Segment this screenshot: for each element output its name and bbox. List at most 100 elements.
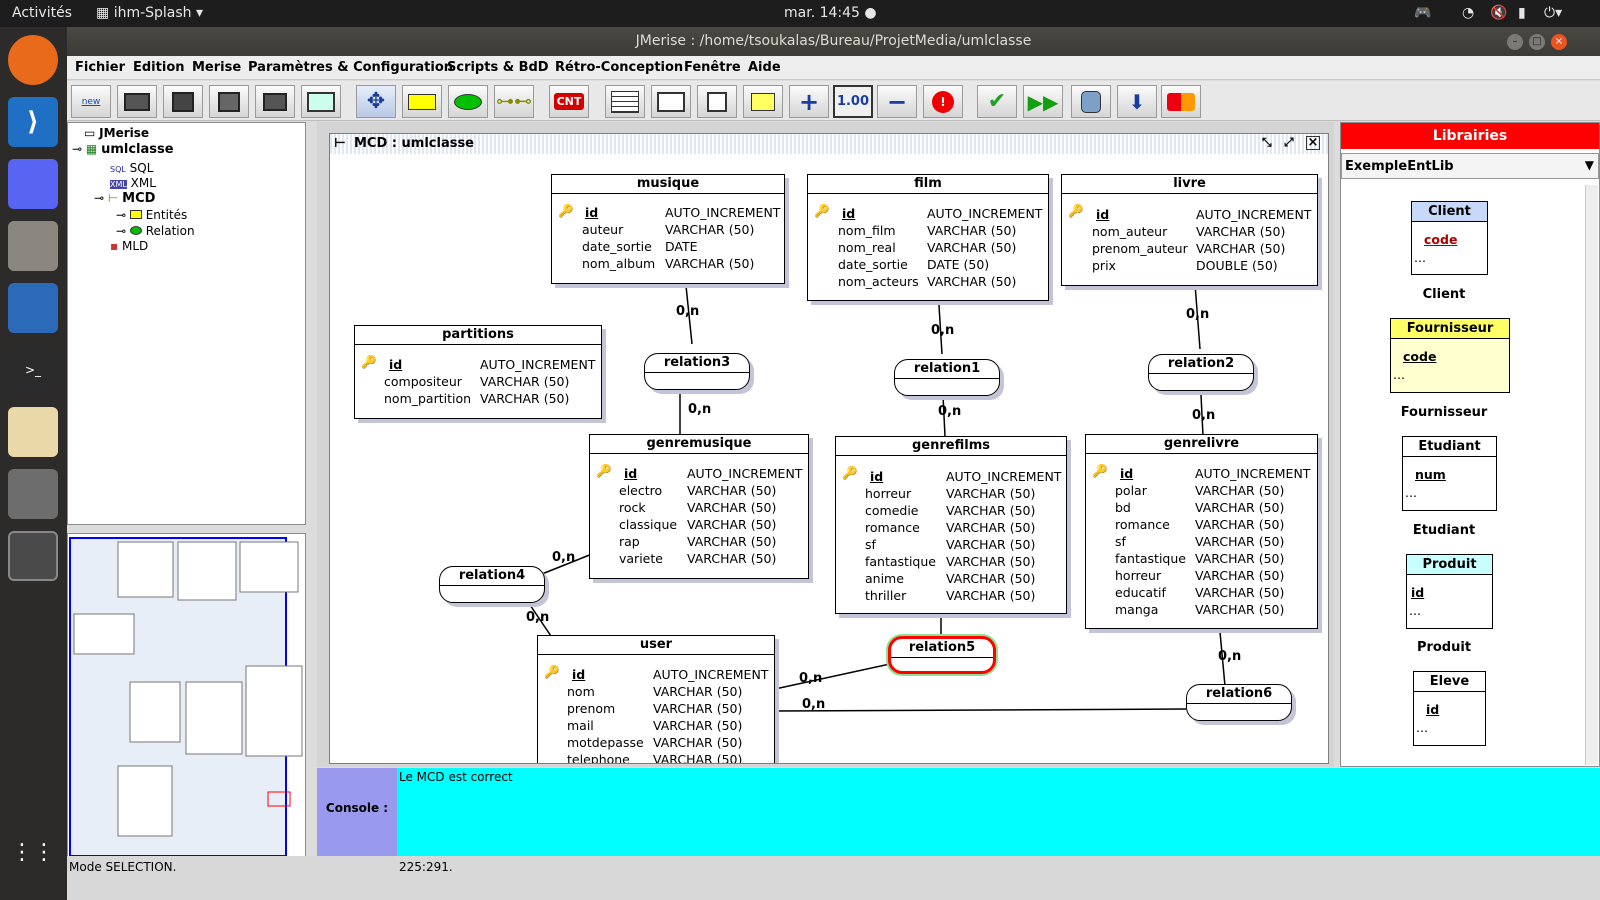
menu-aide[interactable]: Aide — [748, 60, 781, 75]
relation-relation4[interactable]: relation4 — [439, 566, 545, 603]
floppy-icon — [172, 91, 194, 112]
selection-tool-button[interactable]: ✥ — [356, 85, 396, 118]
attr-type: DATE (50) — [927, 257, 990, 272]
save-as-button[interactable] — [209, 85, 249, 118]
close-internal-button[interactable]: × — [1306, 135, 1320, 150]
clock[interactable]: mar. 14:45 ● — [784, 5, 877, 21]
text-editor-icon[interactable] — [8, 407, 58, 457]
writer-icon[interactable] — [8, 283, 58, 333]
minimize-button[interactable]: – — [1507, 34, 1523, 50]
entity-livre[interactable]: livre 🔑 id AUTO_INCREMENT nom_auteur VAR… — [1061, 174, 1318, 286]
validate-button[interactable]: ✔ — [977, 85, 1017, 118]
library-entity-produit[interactable]: Produit id ... — [1406, 554, 1493, 629]
library-entity-client[interactable]: Client code ... — [1411, 201, 1488, 275]
files-icon[interactable] — [8, 221, 58, 271]
add-relation-button[interactable] — [448, 85, 488, 118]
entity-user[interactable]: user 🔑 id AUTO_INCREMENT nom VARCHAR (50… — [537, 635, 775, 763]
relation-relation1[interactable]: relation1 — [894, 359, 1000, 396]
menu-fenetre[interactable]: Fenêtre — [684, 60, 741, 75]
frame-button[interactable] — [651, 85, 691, 118]
tree-root[interactable]: ▭ JMerise — [84, 126, 150, 140]
relation-relation3[interactable]: relation3 — [644, 353, 750, 390]
relation-relation6[interactable]: relation6 — [1186, 684, 1292, 721]
entity-genrefilms[interactable]: genrefilms 🔑 id AUTO_INCREMENT horreur V… — [835, 436, 1067, 614]
close-button[interactable]: × — [1551, 34, 1567, 50]
discord-tray-icon[interactable]: 🎮 — [1414, 5, 1432, 21]
generate-button[interactable]: ▶▶ — [1023, 85, 1063, 118]
library-entity-attr: code — [1424, 232, 1458, 247]
maximize-internal-button[interactable]: ⤢ — [1284, 135, 1294, 149]
power-menu-icon[interactable]: ⏻▾ — [1544, 5, 1563, 21]
library-scrollbar[interactable] — [1585, 185, 1598, 765]
grid-button[interactable] — [605, 85, 645, 118]
volume-icon[interactable]: 🔇 — [1490, 5, 1508, 21]
terminal-icon[interactable]: >_ — [8, 345, 58, 395]
tree-mcd[interactable]: ⊸ ⊢ MCD — [94, 191, 156, 206]
mcd-window-titlebar[interactable]: ⊢ MCD : umlclasse ⤡ ⤢ × — [330, 134, 1328, 154]
donate-button[interactable] — [1161, 85, 1201, 118]
menu-merise[interactable]: Merise — [192, 60, 242, 75]
activities-button[interactable]: Activités — [12, 5, 72, 21]
system-top-bar: Activités ▦ ihm-Splash ▾ mar. 14:45 ● 🎮 … — [0, 0, 1600, 27]
tree-relation[interactable]: ⊸ Relation — [116, 224, 195, 238]
show-apps-icon[interactable]: ⋮⋮ — [11, 839, 55, 865]
comment-button[interactable] — [743, 85, 783, 118]
note-button[interactable] — [697, 85, 737, 118]
menu-parametres[interactable]: Paramètres & Configuration — [248, 60, 454, 75]
attr-name: romance — [865, 520, 920, 535]
menu-retro-conception[interactable]: Rétro-Conception — [555, 60, 684, 75]
firefox-icon[interactable] — [8, 35, 58, 85]
attr-name: polar — [1115, 483, 1147, 498]
library-select[interactable]: ExempleEntLib ▼ — [1341, 153, 1599, 179]
layout-button[interactable] — [301, 85, 341, 118]
maximize-button[interactable]: □ — [1529, 34, 1545, 50]
java-app-icon[interactable] — [8, 531, 58, 581]
tree-entites[interactable]: ⊸ Entités — [116, 208, 187, 222]
camera-icon[interactable] — [8, 469, 58, 519]
menu-edition[interactable]: Edition — [133, 60, 185, 75]
download-button[interactable]: ⬇ — [1117, 85, 1157, 118]
tree-xml[interactable]: XML XML — [110, 176, 156, 190]
zoom-out-button[interactable]: − — [877, 85, 917, 118]
mini-partitions — [73, 613, 135, 655]
tree-mld[interactable]: ▪ MLD — [110, 239, 148, 253]
entity-musique[interactable]: musique 🔑 id AUTO_INCREMENT auteur VARCH… — [551, 174, 785, 284]
save-button[interactable] — [163, 85, 203, 118]
battery-icon[interactable]: ▮ — [1518, 5, 1526, 21]
iconify-button[interactable]: ⤡ — [1262, 135, 1272, 149]
entity-film[interactable]: film 🔑 id AUTO_INCREMENT nom_film VARCHA… — [807, 174, 1049, 301]
attr-name: compositeur — [384, 374, 462, 389]
open-folder-button[interactable] — [117, 85, 157, 118]
add-link-button[interactable]: ⊶⊷ — [494, 85, 534, 118]
zoom-in-button[interactable]: + — [789, 85, 829, 118]
overview-minimap[interactable] — [67, 533, 306, 862]
entity-genremusique[interactable]: genremusique 🔑 id AUTO_INCREMENT electro… — [589, 434, 809, 579]
library-entity-fournisseur[interactable]: Fournisseur code ... — [1390, 318, 1510, 393]
new-button[interactable]: new — [71, 85, 111, 118]
wifi-icon[interactable]: ◔ — [1462, 5, 1475, 21]
mcd-canvas[interactable]: musique 🔑 id AUTO_INCREMENT auteur VARCH… — [330, 154, 1328, 763]
relation-relation5-selected[interactable]: relation5 — [888, 636, 996, 674]
tree-project[interactable]: ⊸ ▦ umlclasse — [72, 142, 174, 157]
database-button[interactable] — [1071, 85, 1111, 118]
console-output[interactable]: Le MCD est correct — [399, 770, 513, 784]
tree-sql[interactable]: SQL SQL — [110, 161, 153, 175]
cnt-button[interactable]: CNT — [549, 85, 589, 118]
print-button[interactable] — [255, 85, 295, 118]
discord-icon[interactable] — [8, 159, 58, 209]
entity-partitions[interactable]: partitions 🔑 id AUTO_INCREMENT composite… — [354, 325, 602, 419]
app-menu[interactable]: ▦ ihm-Splash ▾ — [96, 5, 204, 21]
attr-type: VARCHAR (50) — [946, 588, 1036, 603]
stop-button[interactable]: ! — [923, 85, 963, 118]
relation-relation2[interactable]: relation2 — [1148, 354, 1254, 391]
library-entity-eleve[interactable]: Eleve id ... — [1413, 671, 1486, 746]
add-entity-button[interactable] — [402, 85, 442, 118]
vscode-icon[interactable]: ⟩ — [8, 97, 58, 147]
window-titlebar[interactable]: JMerise : /home/tsoukalas/Bureau/ProjetM… — [67, 27, 1600, 56]
mini-user — [117, 765, 173, 837]
zoom-level[interactable]: 1.00 — [833, 85, 873, 118]
entity-genrelivre[interactable]: genrelivre 🔑 id AUTO_INCREMENT polar VAR… — [1085, 434, 1318, 629]
library-entity-etudiant[interactable]: Etudiant num ... — [1402, 436, 1497, 511]
menu-fichier[interactable]: Fichier — [75, 60, 125, 75]
menu-scripts[interactable]: Scripts & BdD — [447, 60, 549, 75]
